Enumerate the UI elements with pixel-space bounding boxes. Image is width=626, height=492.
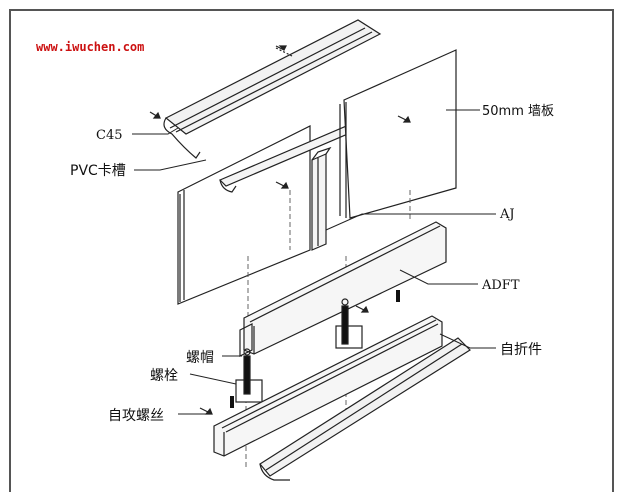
diagram-frame (9, 9, 614, 492)
label-wall-panel: 50mm 墙板 (482, 104, 554, 119)
label-adft: ADFT (481, 278, 520, 293)
right-wall-panel (339, 49, 457, 219)
label-self-tapping-screw: 自攻螺丝 (108, 408, 164, 424)
direction-arrows (149, 45, 411, 415)
label-nut: 螺帽 (186, 350, 214, 366)
bolt-bracket-left (235, 323, 263, 403)
watermark-text: www.iwuchen.com (36, 40, 144, 54)
aj-connector (311, 146, 332, 251)
adft-floor-rail (243, 221, 447, 355)
bolt-bracket-right (335, 298, 363, 349)
label-pvc-channel: PVC卡槽 (70, 163, 126, 179)
label-c45: C45 (96, 128, 123, 143)
label-aj: AJ (499, 207, 515, 222)
c45-coving-rail (163, 19, 382, 159)
label-bolt: 螺栓 (150, 368, 178, 384)
label-self-fold: 自折件 (500, 342, 542, 358)
self-fold-part (213, 315, 443, 457)
left-wall-panel (177, 125, 311, 305)
bottom-coving (259, 337, 471, 481)
leader-lines (132, 109, 496, 415)
